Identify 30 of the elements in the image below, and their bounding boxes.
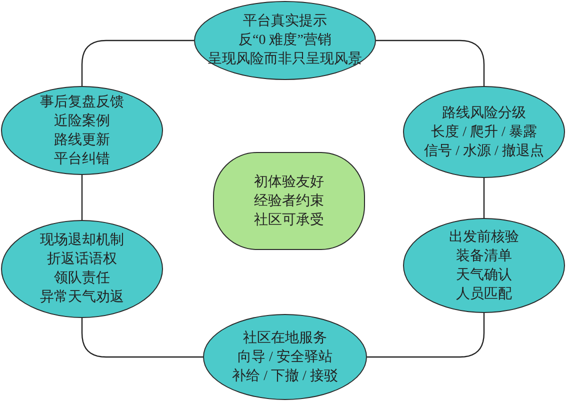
node-text: 平台纠错	[54, 150, 110, 168]
connector-line	[483, 178, 485, 218]
connector-line	[81, 318, 203, 358]
node-text: 社区在地服务	[243, 330, 327, 348]
node-text: 反“0 难度”营销	[238, 31, 332, 50]
node-text: 天气确认	[456, 266, 512, 284]
node-text: 近险案例	[54, 112, 110, 130]
node-text: 领队责任	[54, 269, 110, 288]
node-text: 向导 / 安全驿站	[238, 348, 332, 366]
node-text: 信号 / 水源 / 撤退点	[424, 142, 544, 160]
node-text: 经验者约束	[254, 192, 324, 210]
connector-line	[367, 313, 485, 358]
connector-line	[81, 175, 83, 220]
node-text: 补给 / 下撤 / 接驳	[232, 367, 338, 386]
connector-line	[376, 40, 485, 86]
node-text: 事后复盘反馈	[40, 94, 124, 112]
node-text: 初体验友好	[254, 173, 324, 192]
node-text: 出发前核验	[449, 228, 519, 246]
node-text: 人员匹配	[456, 286, 512, 304]
node-text: 社区可承受	[254, 211, 324, 230]
node-text: 折返话语权	[47, 250, 117, 269]
node-text: 装备清单	[456, 248, 512, 266]
node-text: 呈现风险而非只呈现风景	[208, 50, 362, 69]
node-text: 路线更新	[54, 131, 110, 150]
node-text: 平台真实提示	[243, 12, 327, 31]
node-text: 异常天气劝返	[40, 288, 124, 307]
node-text: 现场退却机制	[40, 232, 124, 250]
node-text: 长度 / 爬升 / 暴露	[431, 123, 537, 142]
connector-line	[81, 40, 194, 86]
node-text: 路线风险分级	[442, 104, 526, 122]
